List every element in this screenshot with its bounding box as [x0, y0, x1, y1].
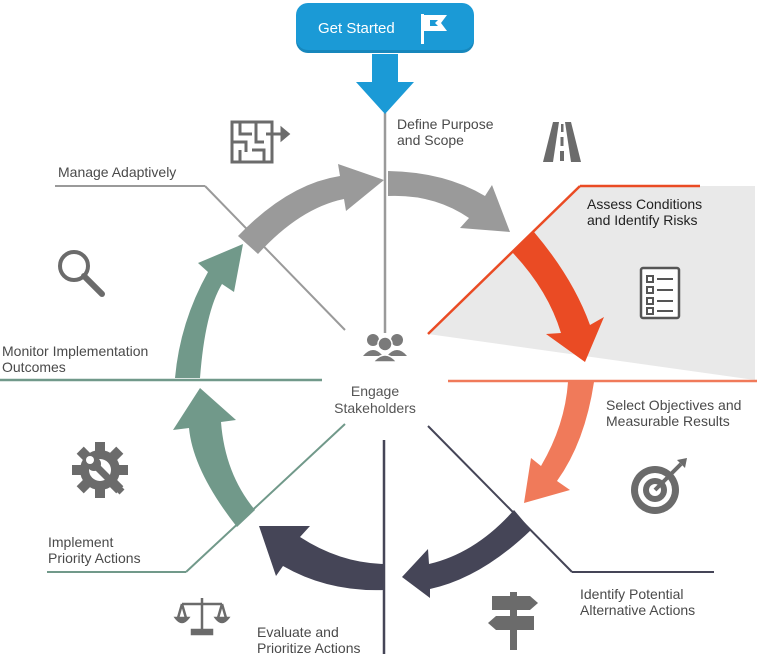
- step-define-line1: Define Purpose: [397, 116, 494, 132]
- step-select-line2: Measurable Results: [606, 413, 730, 429]
- step-select-line1: Select Objectives and: [606, 397, 742, 413]
- road-icon: [543, 122, 581, 162]
- monitor-arrow: [175, 244, 243, 378]
- step-monitor-line1: Monitor Implementation: [2, 343, 149, 359]
- step-implement-actions: Implement Priority Actions: [48, 534, 141, 566]
- step-define-line2: and Scope: [397, 132, 464, 148]
- step-monitor-line2: Outcomes: [2, 359, 66, 375]
- step-select-objectives: Select Objectives and Measurable Results: [606, 397, 741, 429]
- step-identify-actions: Identify Potential Alternative Actions: [580, 586, 695, 618]
- scales-icon: [173, 598, 231, 636]
- step-evaluate-line2: Prioritize Actions: [257, 640, 361, 656]
- signpost-icon: [488, 592, 538, 650]
- center-label-line2: Stakeholders: [334, 400, 416, 416]
- implement-arrow: [173, 388, 255, 527]
- maze-icon: [230, 120, 291, 164]
- select-arrow: [524, 382, 594, 503]
- gear-wrench-icon: [72, 442, 128, 498]
- step-evaluate-line1: Evaluate and: [257, 624, 339, 640]
- implement-divider-diag: [185, 423, 346, 573]
- step-assess-line1: Assess Conditions: [587, 196, 703, 212]
- start-down-arrow: [356, 54, 414, 114]
- assess-arrow: [512, 232, 604, 362]
- step-manage-adaptively: Manage Adaptively: [58, 164, 176, 180]
- identify-divider-diag: [427, 425, 573, 573]
- assess-highlight-panel: [428, 186, 755, 380]
- manage-arrow: [238, 164, 384, 254]
- step-implement-line1: Implement: [48, 534, 114, 550]
- center-label-line1: Engage: [350, 383, 400, 399]
- step-manage-line1: Manage Adaptively: [58, 164, 177, 180]
- people-icon: [363, 334, 407, 363]
- get-started-label: Get Started: [318, 19, 395, 37]
- center-label: Engage Stakeholders: [310, 383, 440, 417]
- step-implement-line2: Priority Actions: [48, 550, 141, 566]
- manage-divider-diag: [204, 185, 346, 331]
- assess-panel-top-line: [427, 185, 581, 335]
- step-monitor-outcomes: Monitor Implementation Outcomes: [2, 343, 148, 375]
- step-identify-line2: Alternative Actions: [580, 602, 696, 618]
- step-evaluate-actions: Evaluate and Prioritize Actions: [257, 624, 360, 656]
- define-arrow: [388, 171, 510, 232]
- step-identify-line1: Identify Potential: [580, 586, 684, 602]
- get-started-button[interactable]: Get Started: [296, 3, 474, 53]
- magnifier-icon: [58, 250, 105, 297]
- target-icon: [631, 458, 687, 514]
- checklist-icon: [639, 266, 681, 320]
- evaluate-arrow: [259, 526, 384, 591]
- step-assess-conditions: Assess Conditions and Identify Risks: [587, 196, 702, 228]
- step-define-purpose: Define Purpose and Scope: [397, 116, 494, 148]
- step-assess-line2: and Identify Risks: [587, 212, 698, 228]
- identify-arrow: [402, 510, 531, 598]
- flag-icon: [421, 14, 447, 44]
